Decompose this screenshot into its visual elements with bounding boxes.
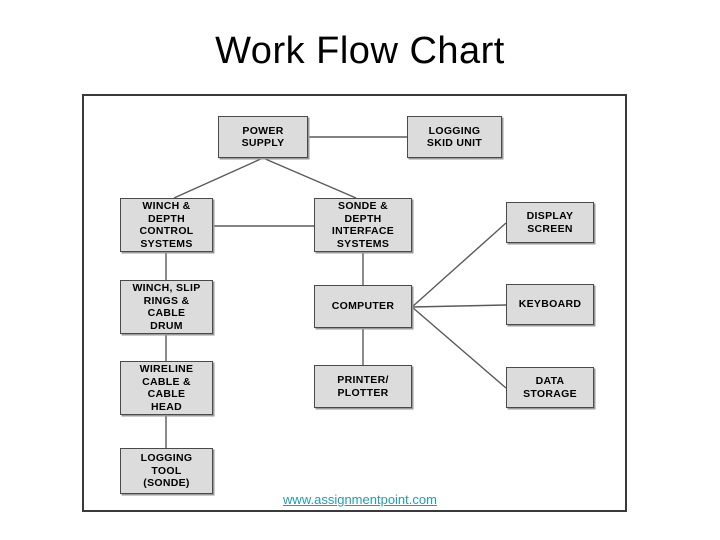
node-label: WINCH, SLIP RINGS & CABLE DRUM [132, 282, 201, 332]
node-label: COMPUTER [331, 300, 395, 313]
node-label: POWER SUPPLY [241, 124, 285, 150]
node-label: DISPLAY SCREEN [526, 210, 574, 235]
node-wireline-cable-cable-head[interactable]: WIRELINE CABLE & CABLE HEAD [120, 361, 213, 415]
node-label: DATA STORAGE [523, 375, 577, 400]
node-logging-tool-sonde[interactable]: LOGGING TOOL (SONDE) [120, 448, 213, 494]
node-label: WIRELINE CABLE & CABLE HEAD [139, 363, 194, 413]
node-power-supply[interactable]: POWER SUPPLY [218, 116, 308, 158]
node-label: WINCH & DEPTH CONTROL SYSTEMS [139, 200, 194, 250]
node-data-storage[interactable]: DATA STORAGE [506, 367, 594, 408]
node-label: LOGGING TOOL (SONDE) [140, 452, 193, 490]
node-sonde-depth-interface-systems[interactable]: SONDE & DEPTH INTERFACE SYSTEMS [314, 198, 412, 252]
diagram-frame: POWER SUPPLY LOGGING SKID UNIT WINCH & DEP… [82, 94, 627, 512]
node-printer-plotter[interactable]: PRINTER/ PLOTTER [314, 365, 412, 408]
node-logging-skid-unit[interactable]: LOGGING SKID UNIT [407, 116, 502, 158]
connector-power-supply-to-sonde-depth-interface [262, 157, 357, 199]
connector-power-supply-to-winch-depth-control [173, 157, 264, 199]
node-keyboard[interactable]: KEYBOARD [506, 284, 594, 325]
connector-computer-to-display-screen [411, 222, 507, 308]
node-label: SONDE & DEPTH INTERFACE SYSTEMS [331, 200, 395, 250]
page-title: Work Flow Chart [215, 30, 505, 72]
node-winch-depth-control-systems[interactable]: WINCH & DEPTH CONTROL SYSTEMS [120, 198, 213, 252]
node-display-screen[interactable]: DISPLAY SCREEN [506, 202, 594, 243]
node-computer[interactable]: COMPUTER [314, 285, 412, 328]
source-attribution-link[interactable]: www.assignmentpoint.com [283, 492, 437, 507]
diagram-connectors-layer [165, 136, 507, 448]
connector-computer-to-data-storage [411, 306, 507, 389]
node-label: KEYBOARD [518, 298, 582, 311]
connector-computer-to-keyboard [411, 304, 507, 308]
node-label: LOGGING SKID UNIT [426, 124, 483, 150]
node-label: PRINTER/ PLOTTER [337, 374, 389, 399]
node-winch-slip-rings-cable-drum[interactable]: WINCH, SLIP RINGS & CABLE DRUM [120, 280, 213, 334]
